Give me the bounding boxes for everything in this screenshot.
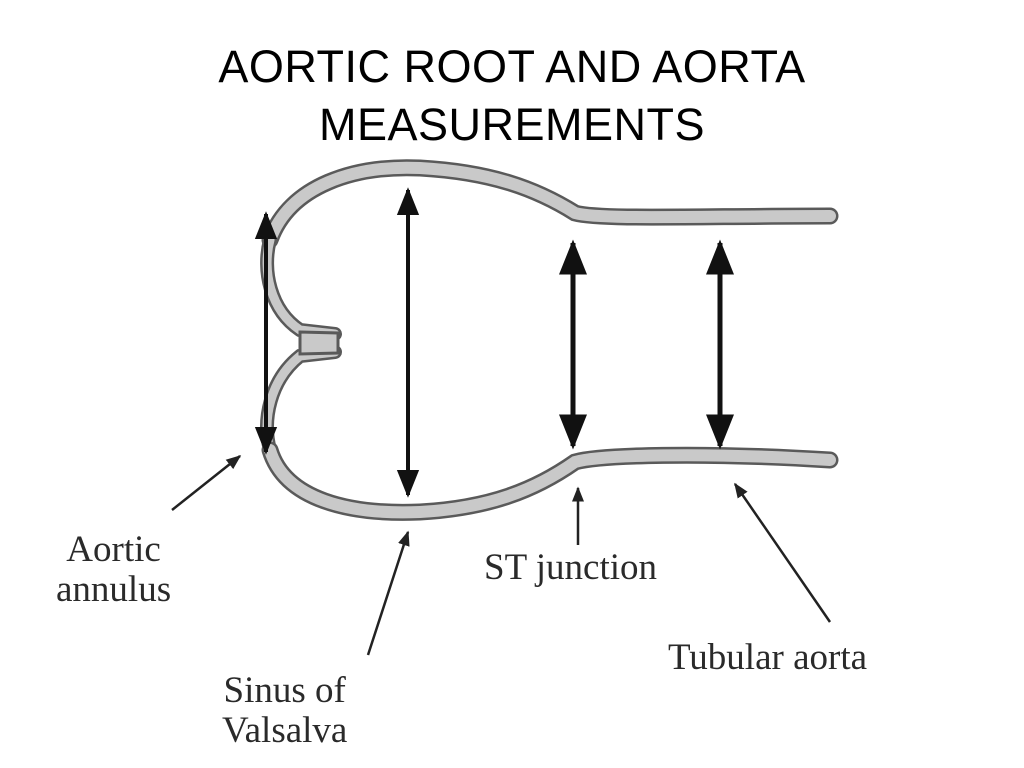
label-pointers bbox=[171, 455, 832, 656]
title-line-1: AORTIC ROOT AND AORTA bbox=[218, 41, 806, 92]
vessel-upper-wall-fill bbox=[264, 161, 836, 246]
aortic-wall bbox=[260, 159, 839, 521]
vessel-lower-wall-fill bbox=[264, 444, 836, 519]
tubular-aorta-pointer bbox=[733, 482, 832, 623]
label-sinus-of-valsalva: Sinus of Valsalva bbox=[222, 671, 347, 751]
title-line-2: MEASUREMENTS bbox=[318, 99, 706, 150]
label-sinus-line-2: Valsalva bbox=[222, 710, 348, 751]
valve-cusp bbox=[298, 330, 340, 356]
slide-title: AORTIC ROOT AND AORTA MEASUREMENTS bbox=[112, 38, 912, 154]
label-sinus-line-1: Sinus of bbox=[223, 670, 346, 711]
label-aortic-annulus-line-2: annulus bbox=[56, 569, 172, 610]
vessel-lower-left-wall bbox=[260, 345, 342, 457]
label-aortic-annulus: Aortic annulus bbox=[56, 530, 171, 610]
vessel-upper-left-wall bbox=[260, 233, 342, 341]
label-aortic-annulus-line-1: Aortic bbox=[66, 529, 161, 570]
measurement-lines bbox=[254, 187, 734, 498]
annulus-pointer bbox=[171, 455, 242, 511]
label-tubular-aorta: Tubular aorta bbox=[668, 637, 868, 678]
label-st-junction: ST junction bbox=[484, 547, 658, 588]
sinus-pointer bbox=[366, 530, 410, 656]
